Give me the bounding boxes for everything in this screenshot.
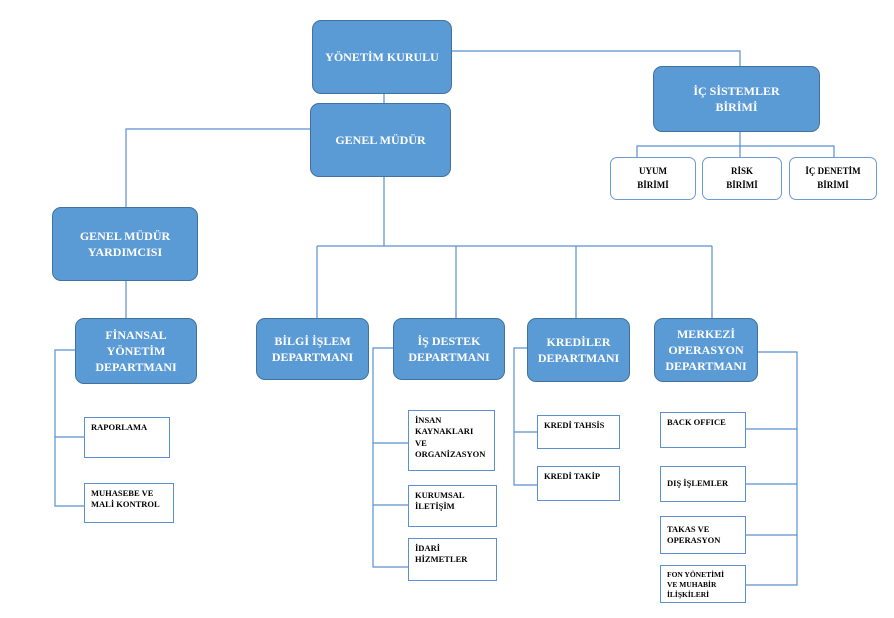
accounting-unit-box: MUHASEBE VE MALİ KONTROL [84,483,174,523]
connector-board-internal [451,50,741,66]
foreign-operations-unit-box: DIŞ İŞLEMLER [660,466,746,502]
reporting-unit-box: RAPORLAMA [84,417,170,458]
risk-unit-box: RİSK BİRİMİ [702,157,782,200]
back-office-unit-box: BACK OFFICE [660,412,746,448]
board-box: YÖNETİM KURULU [312,20,452,94]
fund-management-unit-box: FON YÖNETİMİ VE MUHABİR İLİŞKİLERİ [660,565,746,603]
credit-follow-up-unit-box: KREDİ TAKİP [537,466,620,501]
connector-credits-units [513,347,537,486]
compliance-unit-box: UYUM BİRİMİ [610,157,696,200]
connector-ops-units [746,351,798,586]
hr-unit-box: İNSAN KAYNAKLARI VE ORGANİZASYON [408,410,495,471]
administrative-services-unit-box: İDARİ HİZMETLER [408,538,497,581]
connector-internal-units [636,132,741,157]
credits-department-box: KREDİLER DEPARTMANI [527,318,630,382]
finance-department-box: FİNANSAL YÖNETİM DEPARTMANI [75,318,197,384]
it-department-box: BİLGİ İŞLEM DEPARTMANI [256,318,369,380]
business-support-department-box: İŞ DESTEK DEPARTMANI [393,318,505,380]
internal-systems-box: İÇ SİSTEMLER BİRİMİ [653,66,820,132]
corporate-communications-unit-box: KURUMSAL İLETİŞİM [408,485,497,527]
connector-finance-units [54,349,84,507]
clearing-operations-unit-box: TAKAS VE OPERASYON [660,516,746,554]
deputy-gm-box: GENEL MÜDÜR YARDIMCISI [52,207,198,281]
central-operations-department-box: MERKEZİ OPERASYON DEPARTMANI [654,318,758,382]
connector-gm-deputy [125,128,310,207]
connector-support-units [372,347,408,568]
credit-allocation-unit-box: KREDİ TAHSİS [537,415,620,449]
general-manager-box: GENEL MÜDÜR [310,103,451,177]
internal-audit-unit-box: İÇ DENETİM BİRİMİ [789,157,877,200]
